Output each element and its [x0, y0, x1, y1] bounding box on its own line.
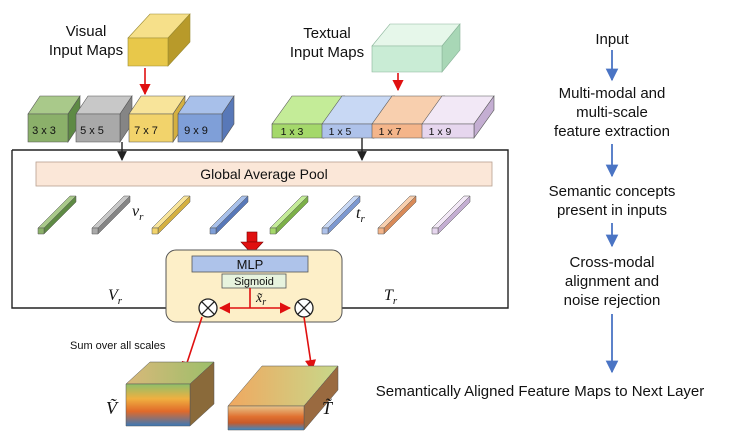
textual-scale-1x9	[421, 95, 495, 139]
T-r-label: Tr	[384, 287, 398, 307]
visual-scale-label-5x5: 5 x 5	[80, 125, 104, 137]
mlp-box	[191, 255, 309, 273]
flow-output-label: Semantically Aligned Feature Maps to Nex…	[376, 383, 705, 400]
visual-scale-3x3	[27, 95, 81, 143]
flow-step-4-line2: alignment and	[565, 273, 659, 290]
t-r-label: tr	[356, 205, 365, 225]
global-average-pool-label: Global Average Pool	[200, 166, 327, 182]
mlp-label: MLP	[237, 257, 264, 272]
textual-input-label-line2: Input Maps	[290, 44, 364, 61]
visual-scale-label-9x9: 9 x 9	[184, 125, 208, 137]
flow-step-1-line1: Input	[595, 31, 629, 48]
flow-step-2-line1: Multi-modal and	[559, 85, 666, 102]
flow-step-2-line2: multi-scale	[576, 104, 648, 121]
textual-scale-label-1x7: 1 x 7	[379, 126, 402, 138]
v-r-label: vr	[132, 203, 144, 223]
pooled-vector-t9	[431, 195, 471, 235]
visual-input-label-line2: Input Maps	[49, 42, 123, 59]
v-tilde-label: Ṽ	[106, 398, 119, 418]
textual-output-arrow	[303, 316, 317, 372]
textual-input-slab	[371, 23, 461, 73]
sigmoid-box	[221, 273, 287, 289]
visual-scale-9x9	[177, 95, 235, 143]
pooled-vector-v9	[209, 195, 249, 235]
visual-scale-7x7	[128, 95, 186, 143]
visual-scale-label-3x3: 3 x 3	[32, 125, 56, 137]
textual-scale-label-1x9: 1 x 9	[429, 126, 452, 138]
global-average-pool-box	[35, 161, 493, 187]
textual-scale-label-1x3: 1 x 3	[281, 126, 304, 138]
pooled-vectors	[37, 195, 471, 235]
flow-step-4-line1: Cross-modal	[569, 254, 654, 271]
pooled-vector-t5	[321, 195, 361, 235]
pooled-vector-v5	[91, 195, 131, 235]
textual-output-slab	[227, 365, 339, 431]
pooled-vector-v7	[151, 195, 191, 235]
pooled-vector-v3	[37, 195, 77, 235]
visual-output-cube	[125, 361, 215, 427]
flow-step-4-line3: noise rejection	[564, 292, 661, 309]
textual-input-label-line1: Textual	[303, 25, 351, 42]
pooled-vector-t7	[377, 195, 417, 235]
flow-step-3-line1: Semantic concepts	[549, 183, 676, 200]
pooled-vector-t3	[269, 195, 309, 235]
visual-scale-5x5	[75, 95, 133, 143]
t-tilde-label: T̃	[322, 398, 334, 418]
loop-path	[11, 149, 509, 309]
pool-to-mlp-arrow	[240, 231, 264, 255]
flow-step-3-line2: present in inputs	[557, 202, 667, 219]
textual-multiply-icon	[294, 298, 314, 318]
V-r-label: Vr	[108, 287, 123, 307]
textual-scale-label-1x5: 1 x 5	[329, 126, 352, 138]
visual-multiply-icon	[198, 298, 218, 318]
visual-scale-label-7x7: 7 x 7	[134, 125, 158, 137]
visual-input-cube	[127, 13, 191, 67]
x-r-label: x̃r	[255, 291, 266, 308]
flow-step-2-line3: feature extraction	[554, 123, 670, 140]
sigmoid-label: Sigmoid	[234, 276, 274, 288]
sum-over-scales-label: Sum over all scales	[70, 340, 166, 352]
visual-input-label-line1: Visual	[66, 23, 107, 40]
